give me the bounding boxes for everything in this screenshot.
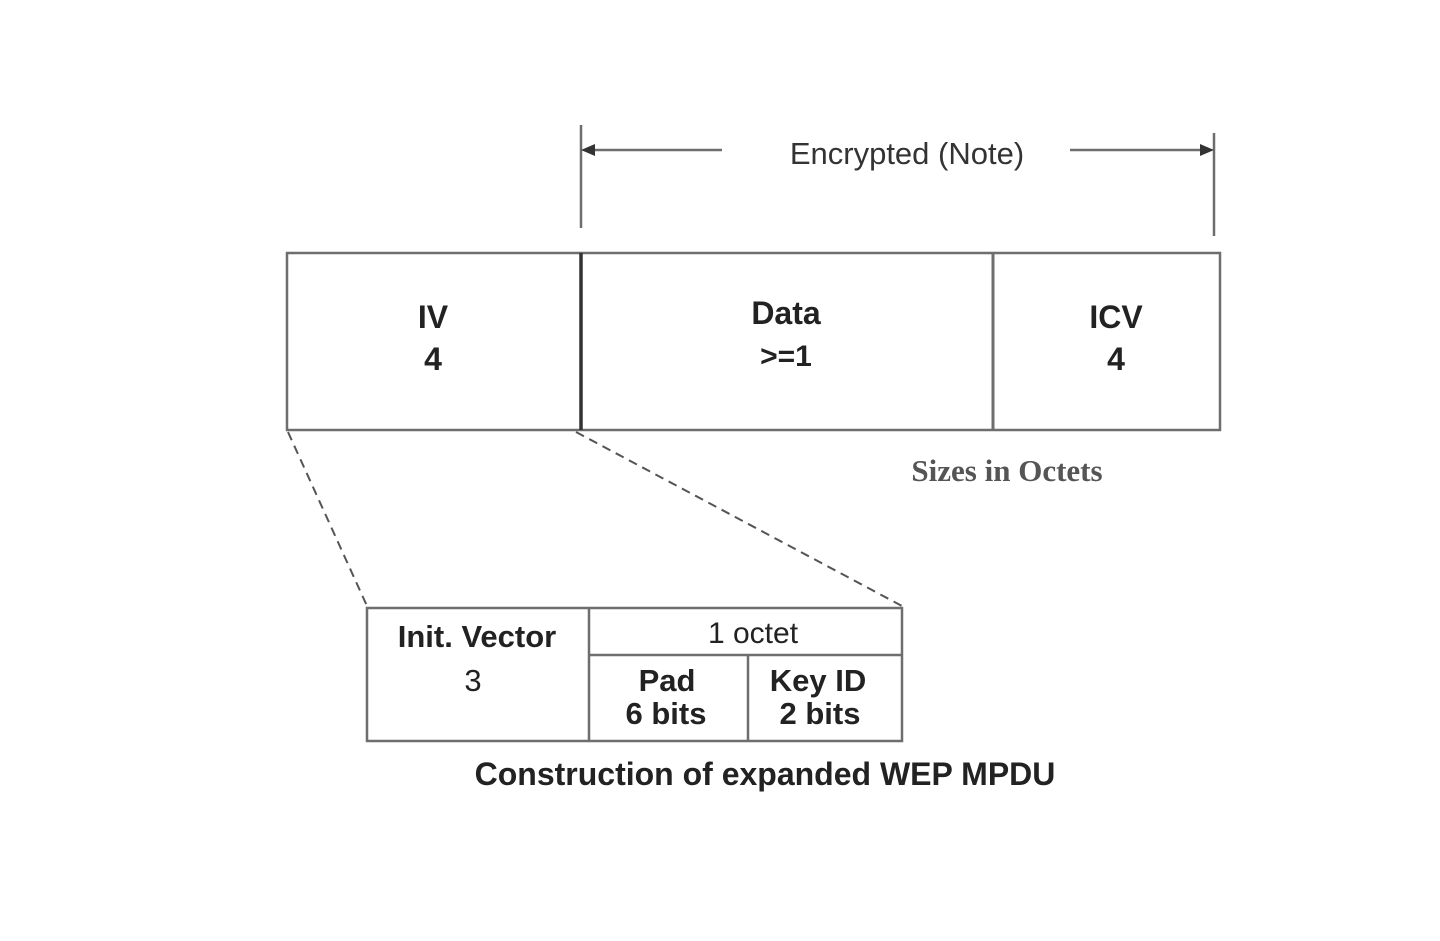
expansion-lines	[287, 431, 903, 607]
encrypted-label: Encrypted (Note)	[789, 136, 1025, 171]
expanded-iv-outline	[365, 606, 904, 743]
left-arrowhead-icon	[581, 144, 595, 156]
init-vector-name: Init. Vector	[397, 619, 557, 654]
diagram-caption: Construction of expanded WEP MPDU	[474, 756, 1056, 792]
field-icv-name: ICV	[1089, 299, 1143, 335]
expanded-iv-table	[365, 606, 904, 743]
expansion-line-right	[575, 431, 903, 607]
units-note: Sizes in Octets	[911, 453, 1103, 488]
expansion-line-left	[287, 431, 368, 607]
field-iv-size: 4	[424, 341, 442, 377]
field-icv-size: 4	[1107, 341, 1125, 377]
encrypted-span-bracket	[579, 125, 1216, 236]
field-data-name: Data	[751, 295, 821, 331]
octet-label: 1 octet	[707, 617, 799, 650]
key-id-name: Key ID	[769, 663, 867, 698]
key-id-size: 2 bits	[779, 696, 861, 731]
field-iv-name: IV	[417, 299, 449, 335]
pad-size: 6 bits	[625, 696, 707, 731]
pad-name: Pad	[638, 663, 696, 698]
right-arrowhead-icon	[1200, 144, 1214, 156]
mpdu-frame-outline	[285, 251, 1222, 432]
field-data-size: >=1	[760, 340, 812, 373]
mpdu-frame	[285, 251, 1222, 432]
init-vector-size: 3	[464, 663, 482, 698]
